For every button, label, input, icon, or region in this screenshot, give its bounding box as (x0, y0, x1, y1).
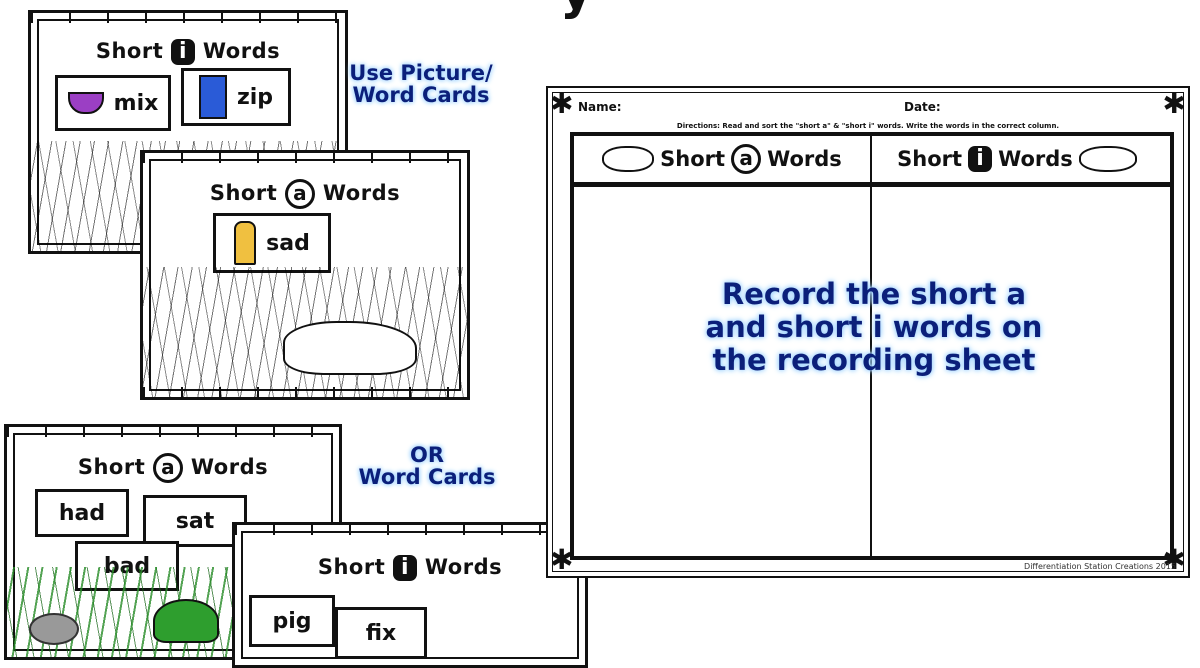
card-border-ticks (31, 13, 345, 23)
card-border-ticks (235, 525, 585, 535)
word-card-sad[interactable]: sad (213, 213, 331, 273)
recording-caption: Record the short a and short i words on … (705, 277, 1043, 377)
directions-text: Directions: Read and sort the "short a" … (676, 122, 1060, 130)
letter-i-badge: i (968, 146, 993, 172)
card-border-ticks (7, 427, 339, 437)
or-word-cards-caption: OR Word Cards (358, 443, 496, 489)
rock-illustration (29, 613, 79, 645)
sad-girl-icon (234, 221, 257, 265)
column-divider (870, 136, 872, 556)
card-border-ticks (143, 153, 467, 163)
letter-a-badge: a (153, 453, 184, 483)
corner-star-icon: ✱ (1162, 87, 1186, 120)
card-title: Short a Words (7, 453, 339, 483)
word-card-pig[interactable]: pig (249, 595, 335, 647)
card-title: Short a Words (143, 179, 467, 209)
mixing-bowl-icon (67, 92, 104, 114)
use-picture-word-cards-caption: Use Picture/ Word Cards (349, 61, 493, 107)
short-a-picture-card: Short a Words sad (140, 150, 470, 400)
date-label: Date: (904, 100, 941, 114)
alligator-icon (602, 146, 655, 172)
frog-illustration (153, 599, 219, 643)
corner-star-icon: ✱ (550, 87, 574, 120)
letter-a-badge: a (731, 144, 762, 174)
zipper-icon (198, 75, 227, 119)
credit-text: Differentiation Station Creations 2015 (1024, 562, 1176, 571)
page-heading-partial: y (560, 0, 593, 20)
word-card-mix[interactable]: mix (55, 75, 171, 131)
card-title: Short i Words (95, 39, 281, 65)
word-card-zip[interactable]: zip (181, 68, 291, 126)
short-i-word-card: Short i Words pig fix (232, 522, 588, 668)
card-title: Short i Words (317, 555, 503, 581)
column-header-short-i: Short i Words (872, 136, 1162, 182)
letter-i-badge: i (393, 555, 418, 581)
word-card-sat[interactable]: sat (143, 495, 247, 547)
corner-star-icon: ✱ (550, 543, 574, 576)
letter-i-badge: i (171, 39, 196, 65)
alligator-illustration (283, 321, 417, 375)
column-header-short-a: Short a Words (574, 136, 870, 182)
recording-sheet: ✱ ✱ ✱ ✱ Name: Date: Directions: Read and… (546, 86, 1190, 578)
word-card-fix[interactable]: fix (335, 607, 427, 659)
name-label: Name: (578, 100, 622, 114)
sorting-table: Short a Words Short i Words Record the s… (570, 132, 1174, 560)
word-card-had[interactable]: had (35, 489, 129, 537)
iguana-icon (1078, 146, 1137, 172)
corner-star-icon: ✱ (1162, 543, 1186, 576)
letter-a-badge: a (285, 179, 316, 209)
table-header: Short a Words Short i Words (574, 136, 1170, 187)
